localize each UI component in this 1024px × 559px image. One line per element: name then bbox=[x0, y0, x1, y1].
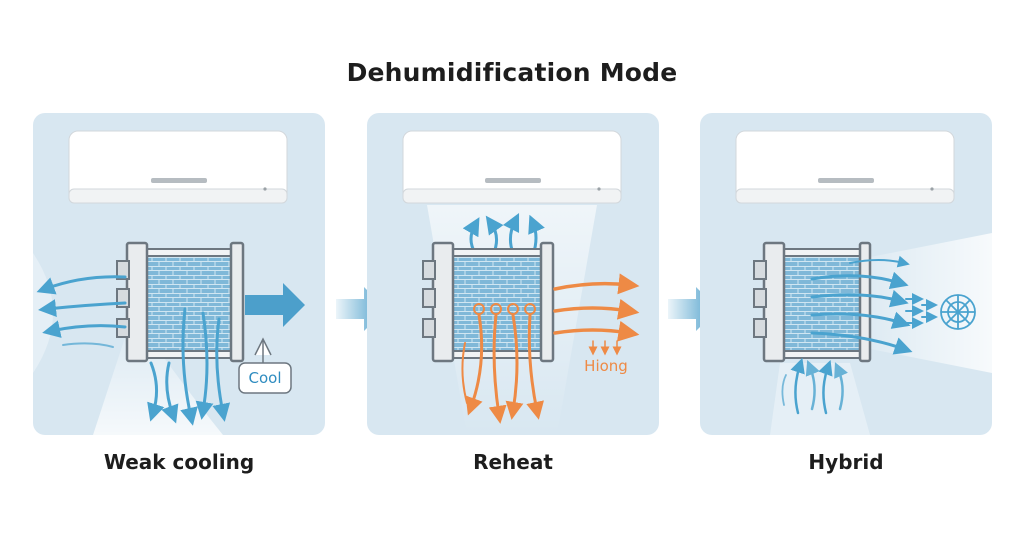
air-conditioner-icon bbox=[68, 130, 288, 204]
air-conditioner-icon bbox=[402, 130, 622, 204]
cool-air-arrows-down bbox=[147, 307, 231, 426]
callout-label: Hiong bbox=[584, 357, 628, 375]
warm-air-arrows-right bbox=[553, 273, 640, 342]
warm-air-arrows-down bbox=[461, 313, 544, 424]
air-conditioner-icon bbox=[735, 130, 955, 204]
coil-icon bbox=[422, 241, 555, 363]
caption-hybrid: Hybrid bbox=[808, 450, 884, 474]
panel-reheat: Hiong bbox=[367, 113, 659, 435]
coil-icon bbox=[753, 241, 872, 363]
panel-hybrid bbox=[700, 113, 992, 435]
small-warm-arrows bbox=[588, 340, 622, 356]
caption-reheat: Reheat bbox=[473, 450, 553, 474]
cool-air-arrows-left bbox=[36, 275, 127, 348]
cool-air-arrows-right bbox=[810, 255, 913, 355]
callout-label: Cool bbox=[248, 369, 282, 387]
panel-weak-cooling: Cool bbox=[33, 113, 325, 435]
diagram-title: Dehumidification Mode bbox=[346, 58, 678, 87]
coil-icon bbox=[116, 241, 245, 363]
caption-weak-cooling: Weak cooling bbox=[103, 450, 255, 474]
cool-callout bbox=[238, 337, 292, 394]
cool-air-arrows-up bbox=[781, 357, 848, 415]
arrow-icon bbox=[245, 283, 305, 327]
small-air-arrows bbox=[905, 293, 938, 329]
fan-icon bbox=[940, 294, 976, 330]
